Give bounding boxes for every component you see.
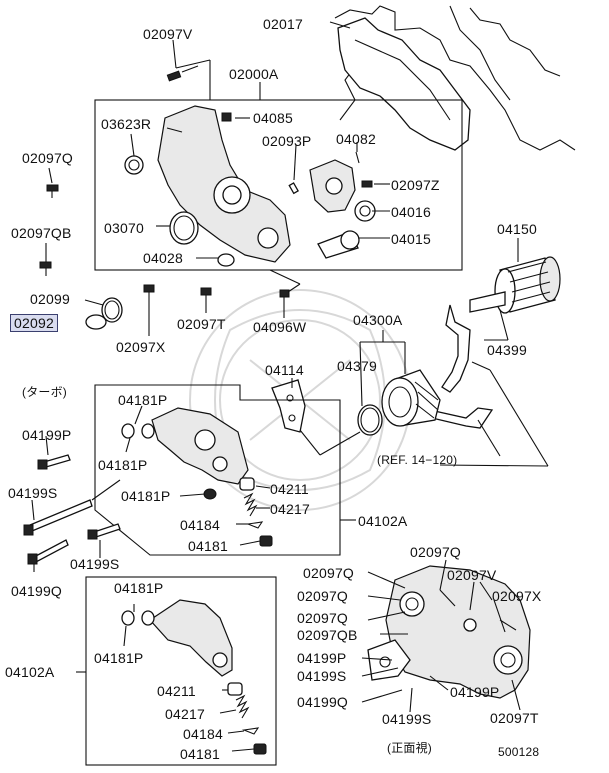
bracket-04399 (469, 291, 506, 313)
label-02017[interactable]: 02017 (263, 16, 303, 32)
label-03623R[interactable]: 03623R (101, 116, 152, 132)
label-02097T-mid[interactable]: 02097T (177, 316, 226, 332)
label-04181P-e[interactable]: 04181P (94, 650, 144, 666)
label-02097T-r[interactable]: 02097T (490, 710, 539, 726)
label-02097Q-r3[interactable]: 02097Q (297, 588, 349, 604)
label-02097X-mid[interactable]: 02097X (116, 339, 166, 355)
oil-filter-bracket-lower (149, 599, 233, 677)
label-04102A-a[interactable]: 04102A (358, 513, 408, 529)
label-04016[interactable]: 04016 (391, 204, 431, 220)
label-04028[interactable]: 04028 (143, 250, 183, 266)
label-turbo: (ターボ) (22, 385, 67, 399)
seal-03623R (124, 155, 144, 175)
label-04199Q-r[interactable]: 04199Q (297, 694, 349, 710)
label-ref: (REF. 14−120) (377, 453, 458, 467)
label-02097X-r[interactable]: 02097X (492, 588, 542, 604)
label-front-view: (正面視) (387, 741, 432, 755)
label-04199P-a[interactable]: 04199P (22, 427, 72, 443)
label-04015[interactable]: 04015 (391, 231, 431, 247)
label-04102A-b[interactable]: 04102A (5, 664, 55, 680)
label-04399[interactable]: 04399 (487, 342, 527, 358)
label-04181P-d[interactable]: 04181P (114, 580, 164, 596)
label-04184-a[interactable]: 04184 (180, 517, 220, 533)
label-04082[interactable]: 04082 (336, 131, 376, 147)
label-04199S-a[interactable]: 04199S (8, 485, 58, 501)
turbo-bolts (23, 454, 121, 565)
label-04199S-b[interactable]: 04199S (70, 556, 120, 572)
plug-04028 (217, 253, 235, 267)
label-04181P-b[interactable]: 04181P (98, 457, 148, 473)
label-02097Q-r2[interactable]: 02097Q (303, 565, 355, 581)
label-04085[interactable]: 04085 (253, 110, 293, 126)
label-04114[interactable]: 04114 (265, 362, 304, 378)
label-04199Q-a[interactable]: 04199Q (11, 583, 63, 599)
label-04181-a[interactable]: 04181 (188, 538, 228, 554)
label-02097V-top[interactable]: 02097V (143, 26, 193, 42)
label-02000A[interactable]: 02000A (229, 66, 279, 82)
label-04184-b[interactable]: 04184 (183, 726, 223, 742)
label-02097QB-r[interactable]: 02097QB (297, 627, 358, 643)
label-04181P-c[interactable]: 04181P (121, 488, 171, 504)
label-04199S-r[interactable]: 04199S (297, 668, 347, 684)
label-02097QB-left[interactable]: 02097QB (11, 225, 72, 241)
label-04199P-r[interactable]: 04199P (297, 650, 347, 666)
label-diagram-code: 500128 (498, 745, 540, 759)
label-04199S-r2[interactable]: 04199S (382, 711, 432, 727)
label-03070[interactable]: 03070 (104, 220, 144, 236)
label-04199P-r2[interactable]: 04199P (450, 684, 500, 700)
front-view-engine (367, 565, 531, 699)
label-04217-b[interactable]: 04217 (165, 706, 205, 722)
label-02092-highlighted[interactable]: 02092 (10, 314, 58, 332)
label-04181P-a[interactable]: 04181P (118, 392, 168, 408)
label-04150[interactable]: 04150 (497, 221, 537, 237)
label-02093P[interactable]: 02093P (262, 133, 312, 149)
label-04211-a[interactable]: 04211 (270, 481, 309, 497)
label-02097Q-r1[interactable]: 02097Q (410, 544, 462, 560)
label-04300A[interactable]: 04300A (353, 312, 403, 328)
label-02097Q-left[interactable]: 02097Q (22, 150, 74, 166)
label-04181-b[interactable]: 04181 (180, 746, 220, 762)
box-04102A-upper (94, 384, 341, 556)
bracket-04114 (271, 379, 306, 433)
label-02097Z[interactable]: 02097Z (391, 177, 440, 193)
label-04379[interactable]: 04379 (337, 358, 377, 374)
box-04102A-lower (85, 576, 277, 766)
oil-cooler-04379 (381, 369, 441, 427)
plug-04085 (221, 112, 232, 122)
label-04217-a[interactable]: 04217 (270, 501, 310, 517)
label-04211-b[interactable]: 04211 (157, 683, 196, 699)
label-02099[interactable]: 02099 (30, 291, 70, 307)
label-02097V-r[interactable]: 02097V (447, 567, 497, 583)
box-02000A (94, 99, 463, 271)
label-04096W[interactable]: 04096W (253, 319, 307, 335)
label-02097Q-r4[interactable]: 02097Q (297, 610, 349, 626)
